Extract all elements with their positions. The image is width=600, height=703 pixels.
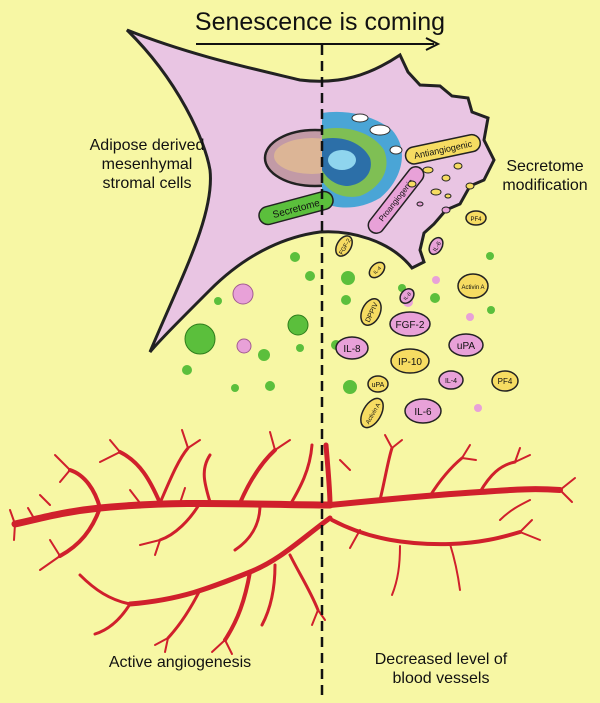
label-secretome-modification: Secretome modification (502, 158, 588, 194)
svg-text:FGF-2: FGF-2 (396, 320, 425, 331)
factor-dppiv: DPPIV (360, 298, 382, 326)
factor-il8: IL-8 (335, 336, 369, 360)
factor-upa-small: uPA (367, 375, 389, 393)
svg-text:uPA: uPA (372, 382, 385, 389)
svg-text:IP-10: IP-10 (398, 357, 422, 368)
factor-fgf-small: FGF-2 (335, 235, 353, 257)
secreted-particles-left (182, 252, 315, 392)
svg-text:Activin A: Activin A (461, 285, 484, 291)
label-active-angiogenesis: Active angiogenesis (108, 654, 252, 671)
factor-il-small: IL-6 (428, 236, 444, 256)
antiangiogenic-label-box (404, 133, 481, 165)
svg-text:uPA: uPA (457, 341, 475, 352)
svg-text:IL-6: IL-6 (414, 407, 432, 418)
label-cell-type: Adipose derived mesenhymal stromal cells (89, 137, 205, 192)
factor-activin-a-2: Activin A (360, 397, 384, 429)
factor-il4: IL-4 (438, 370, 464, 390)
svg-text:IL-4: IL-4 (373, 265, 383, 275)
factor-ip10: IP-10 (390, 348, 430, 374)
title-arrow-head (425, 37, 441, 51)
secretome-label-box (258, 190, 334, 226)
factor-pf4-small: PF4 (465, 210, 487, 226)
stromal-cell (125, 28, 496, 353)
svg-text:PF4: PF4 (498, 377, 513, 386)
blood-vessels-left (9, 429, 334, 655)
factor-il4-small: IL-4 (368, 261, 386, 279)
factor-pf4: PF4 (491, 370, 519, 392)
factor-upa: uPA (448, 333, 484, 357)
svg-text:IL-8: IL-8 (343, 344, 361, 355)
senescent-organelles (322, 111, 403, 208)
cell-vesicles (407, 162, 475, 214)
svg-text:IL-4: IL-4 (445, 378, 457, 385)
blood-vessels-right (323, 434, 576, 596)
label-decreased-vessels: Decreased level of blood vessels (374, 651, 508, 687)
factor-il-tiny: IL-8 (399, 288, 415, 304)
svg-text:PF4: PF4 (470, 217, 482, 223)
factor-fgf2: FGF-2 (389, 311, 431, 337)
diagram-title: Senescence is coming (194, 8, 446, 36)
svg-text:IL-6: IL-6 (433, 240, 444, 253)
factor-il6: IL-6 (404, 398, 442, 424)
factor-activin-a: Activin A (457, 273, 489, 299)
svg-text:IL-8: IL-8 (403, 291, 413, 302)
